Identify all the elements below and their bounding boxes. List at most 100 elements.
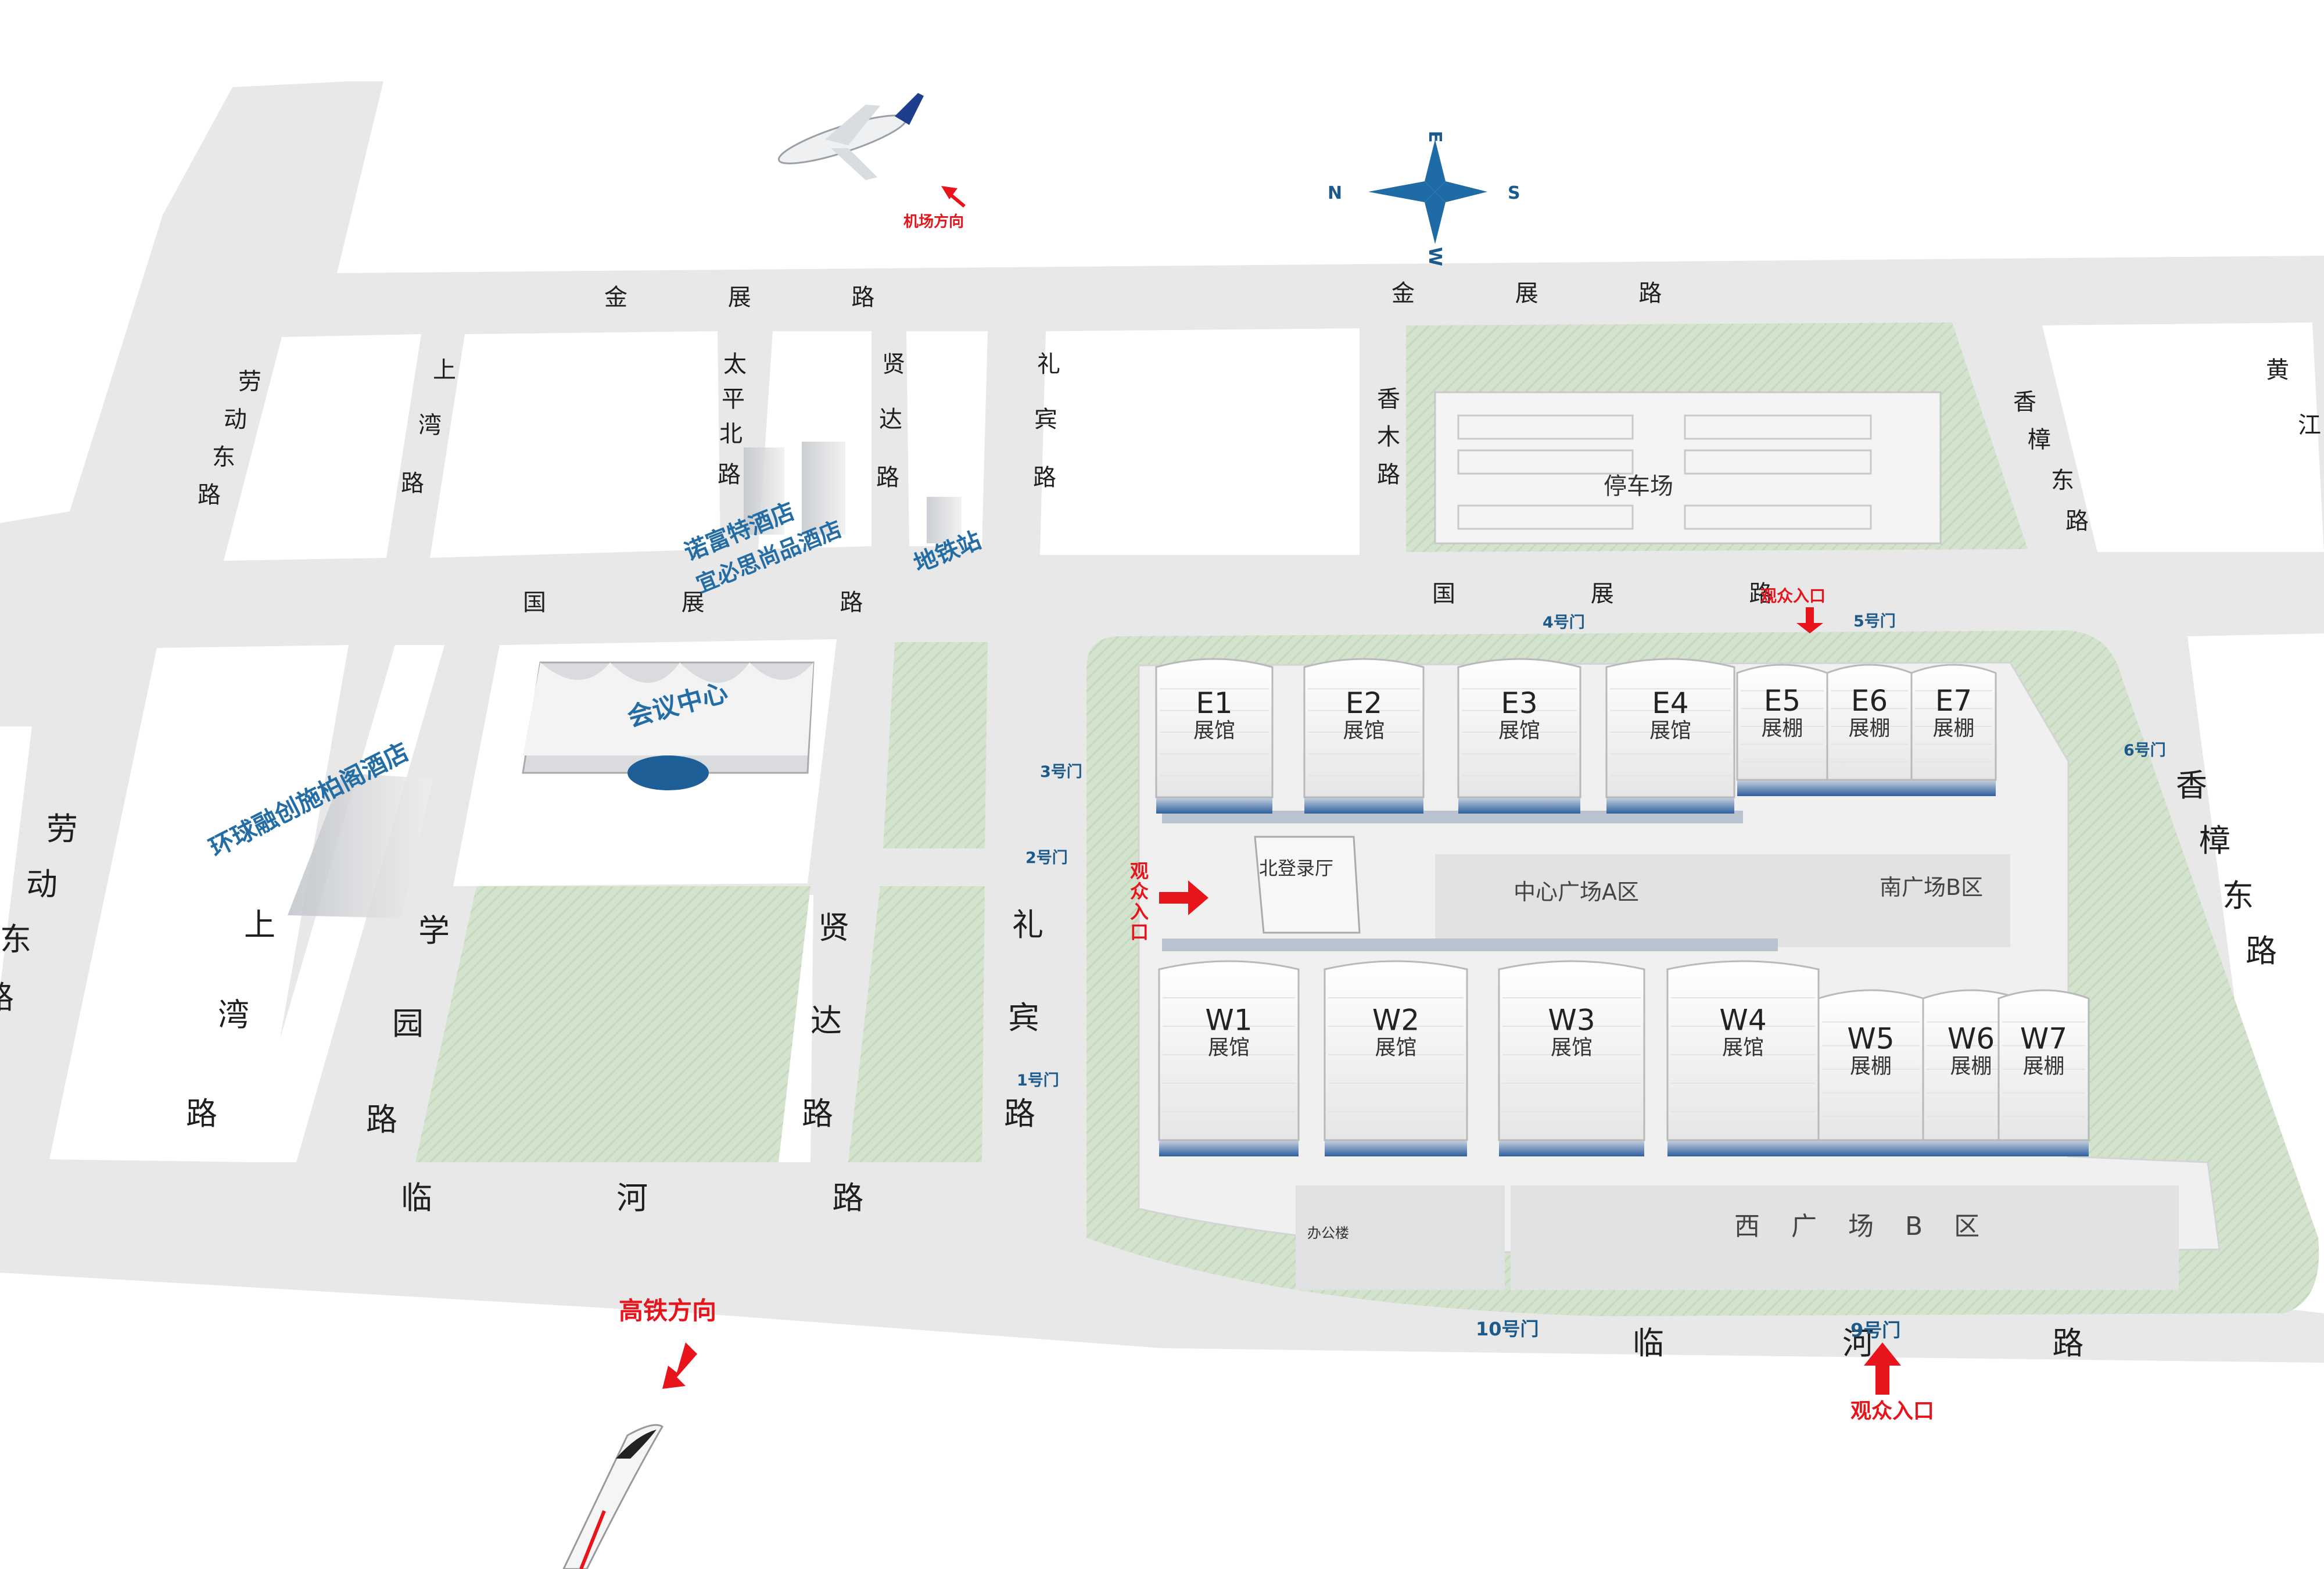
halls_west-hall-code-w5: W5	[1847, 1022, 1894, 1055]
compass-e: E	[1425, 131, 1445, 143]
visitor-entry-left-3: 入	[1130, 901, 1149, 923]
gate-6: 6号门	[2124, 741, 2166, 760]
visitor-entry-left-1: 观	[1130, 860, 1149, 882]
halls_west-hall-sub-w1: 展馆	[1208, 1036, 1250, 1059]
rail-direction-label: 高铁方向	[619, 1296, 716, 1325]
parking-lot	[1434, 391, 1942, 545]
road-xiangzhang-top-4: 路	[2065, 508, 2089, 535]
north-hall-label: 北登录厅	[1259, 857, 1333, 879]
road-laodong-bottom-3: 东	[0, 921, 31, 958]
office-parking	[1296, 1185, 1505, 1290]
south-walkway	[1162, 938, 1778, 951]
road-shangwan-top-1: 上	[433, 357, 456, 384]
road-shangwan-top-3: 路	[401, 470, 424, 497]
halls_east-hall-sub-e1: 展馆	[1193, 719, 1235, 743]
halls_west-hall-sub-w5: 展棚	[1850, 1054, 1892, 1078]
road-xiangzhang-top-1: 香	[2013, 389, 2036, 415]
road-laodong-bottom-2: 动	[26, 866, 58, 902]
halls_east-hall-sub-e6: 展棚	[1848, 717, 1890, 740]
road-libin-bottom-3: 路	[1004, 1095, 1035, 1132]
halls_west-hall-sub-w7: 展棚	[2022, 1054, 2064, 1078]
west-plaza-area	[1511, 1185, 2179, 1290]
halls_east-hall-sub-e2: 展馆	[1343, 719, 1385, 743]
road-libin-top-3: 路	[1033, 464, 1056, 491]
halls_east-hall-code-e5: E5	[1764, 684, 1801, 718]
halls_east-hall-code-e7: E7	[1935, 684, 1972, 718]
halls_west-hall-sub-w3: 展馆	[1551, 1036, 1593, 1059]
road-xiangzhang-right-4: 路	[2246, 933, 2277, 969]
global-hotel	[288, 773, 433, 918]
compass-w: W	[1425, 247, 1445, 266]
gate-3: 3号门	[1040, 763, 1082, 781]
road-huangjiang-1: 黄	[2266, 357, 2289, 384]
road-laodong-bottom-4: 路	[0, 979, 14, 1016]
airport-direction: 机场方向	[903, 186, 966, 231]
road-xianda-top-1: 贤	[882, 351, 905, 378]
road-laodong-top-1: 劳	[238, 368, 261, 395]
visitor-entry-top: 观众入口	[1760, 586, 1826, 633]
road-laodong-top-2: 动	[224, 406, 247, 433]
road-shangwan-top-2: 湾	[418, 412, 442, 439]
road-jinzhan-east: 金 展 路	[1391, 280, 1708, 307]
gate-10: 10号门	[1476, 1318, 1539, 1340]
road-libin-bottom-1: 礼	[1012, 907, 1043, 943]
road-guozhan-west: 国 展 路	[523, 589, 927, 616]
road-xiangmu-2: 木	[1377, 424, 1400, 450]
road-libin-bottom-2: 宾	[1008, 1000, 1039, 1036]
halls_west-hall-sub-w6: 展棚	[1950, 1054, 1992, 1078]
gate-2: 2号门	[1025, 849, 1068, 867]
halls_west-hall-sub-w4: 展馆	[1722, 1036, 1764, 1059]
road-libin-top-2: 宾	[1034, 406, 1057, 433]
road-shangwan-bottom-1: 上	[244, 907, 275, 943]
road-taiping-4: 路	[718, 461, 741, 488]
train-icon	[562, 1424, 664, 1569]
visitor-entry-bottom-label: 观众入口	[1850, 1399, 1934, 1423]
road-taiping-3: 北	[719, 421, 743, 447]
road-xianda-top-2: 达	[879, 406, 902, 433]
gate-5: 5号门	[1853, 612, 1896, 631]
road-libin-top-1: 礼	[1037, 351, 1060, 378]
road-xiangzhang-right-2: 樟	[2199, 822, 2230, 859]
airplane-icon	[777, 93, 924, 180]
visitor-entry-left: 观 众 入 口	[1130, 860, 1208, 943]
halls_east-hall-sub-e5: 展棚	[1761, 717, 1803, 740]
road-laodong-top-4: 路	[198, 482, 221, 508]
road-jinzhan-west: 金 展 路	[604, 284, 921, 311]
halls_west-hall-code-w1: W1	[1205, 1003, 1252, 1037]
airport-direction-label: 机场方向	[903, 213, 964, 231]
road-xiangmu-1: 香	[1377, 386, 1400, 413]
halls_east-hall-code-e1: E1	[1196, 686, 1232, 720]
road-taiping-1: 太	[723, 351, 747, 378]
halls_west-hall-sub-w2: 展馆	[1375, 1036, 1416, 1059]
road-xiangmu-3: 路	[1377, 461, 1400, 488]
road-xueyuan-1: 学	[418, 912, 450, 949]
road-xiangzhang-right-3: 东	[2222, 877, 2254, 914]
halls_east-hall-sub-e4: 展馆	[1649, 719, 1691, 743]
road-xueyuan-3: 路	[366, 1101, 397, 1138]
office-label: 办公楼	[1307, 1225, 1349, 1241]
compass-icon: N S E W	[1328, 131, 1520, 266]
central-plaza-area	[1435, 854, 1760, 947]
halls_west-hall-code-w6: W6	[1948, 1022, 1995, 1055]
road-shangwan-bottom-2: 湾	[218, 997, 249, 1033]
gate-4: 4号门	[1543, 614, 1585, 632]
road-linhe-west: 临 河 路	[401, 1180, 951, 1216]
halls_east-hall-code-e4: E4	[1652, 686, 1688, 720]
central-plaza-label: 中心广场A区	[1514, 879, 1639, 905]
halls_west-hall-code-w7: W7	[2020, 1022, 2067, 1055]
